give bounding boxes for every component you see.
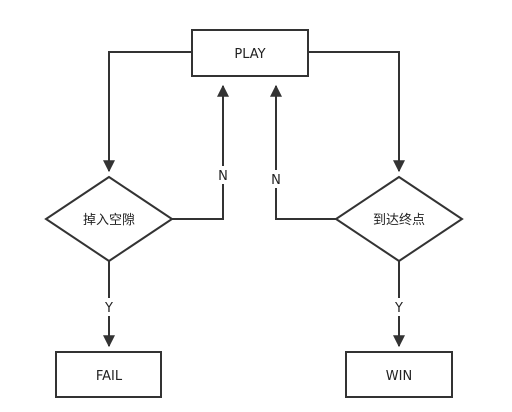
edge-label-reach-end-no: N [271,173,281,188]
edge-reach-end-no [270,84,336,220]
node-play-label: PLAY [234,47,265,62]
node-play: PLAY [191,29,309,77]
node-win-label: WIN [386,369,412,384]
node-reach-end-label: 到达终点 [373,212,425,228]
node-fall-gap-label: 掉入空隙 [83,213,135,228]
node-fail: FAIL [55,351,162,398]
edge-fall-gap-no [172,84,229,220]
edge-play-to-fall-gap [103,51,192,173]
edge-label-reach-end-yes: Y [394,301,403,316]
node-fall-gap: 掉入空隙 [44,175,174,263]
node-win: WIN [345,351,453,398]
edge-label-fall-gap-yes: Y [104,301,113,316]
node-fail-label: FAIL [96,369,123,384]
edge-play-to-reach-end [308,51,405,173]
node-reach-end: 到达终点 [334,175,464,263]
edge-label-fall-gap-no: N [218,169,228,184]
